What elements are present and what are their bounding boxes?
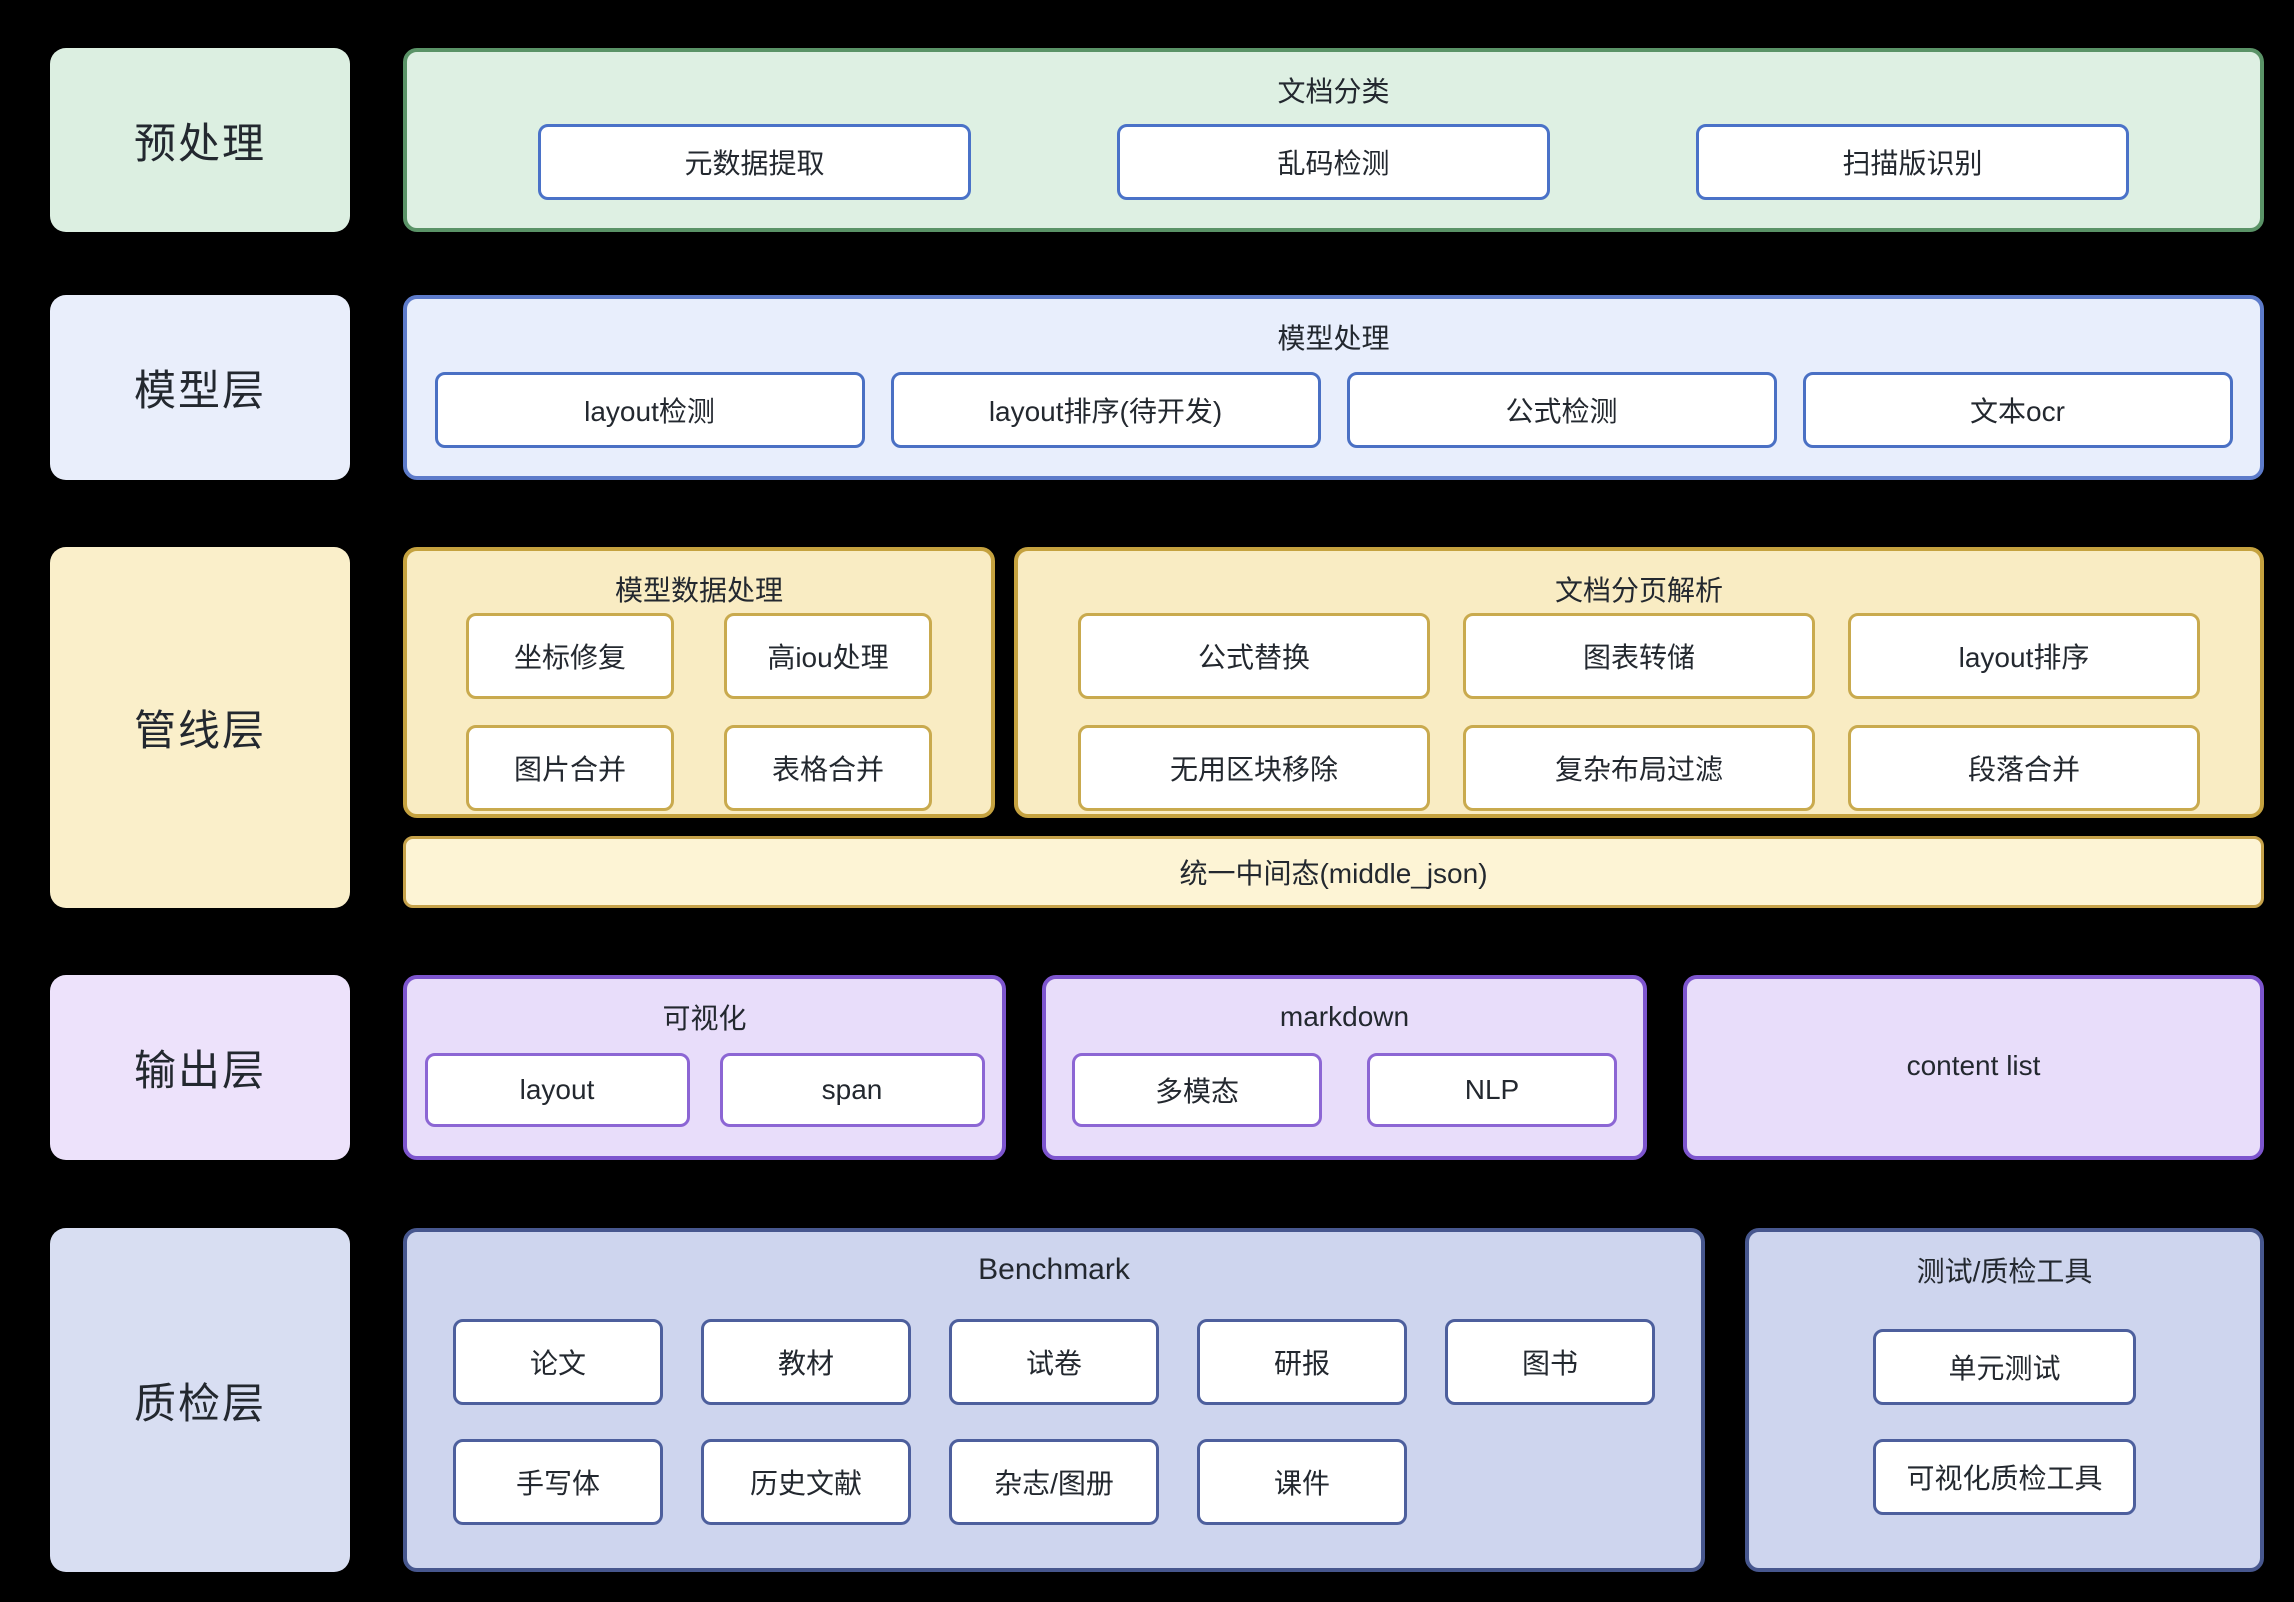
layer-label-preprocess: 预处理 xyxy=(50,48,350,232)
layer-row-model: 模型层 模型处理 layout检测 layout排序(待开发) 公式检测 文本o… xyxy=(50,295,2264,480)
group-title-model-processing: 模型处理 xyxy=(1277,323,1390,354)
node-complex-layout-filter: 复杂布局过滤 xyxy=(1463,725,1815,811)
node-middle-json: 统一中间态(middle_json) xyxy=(403,836,2264,908)
group-content-list: content list xyxy=(1683,975,2264,1160)
node-garbled-detection: 乱码检测 xyxy=(1117,124,1550,200)
node-layout-sort-todo: layout排序(待开发) xyxy=(890,371,1321,448)
group-doc-classification: 文档分类 元数据提取 乱码检测 扫描版识别 xyxy=(403,48,2264,232)
node-table-merge: 表格合并 xyxy=(724,725,932,811)
layer-row-output: 输出层 可视化 layout span markdown 多模态 NLP con… xyxy=(50,975,2264,1160)
group-title-doc-page-parsing: 文档分页解析 xyxy=(1554,575,1723,606)
node-visual-qc-tool: 可视化质检工具 xyxy=(1873,1439,2136,1515)
node-layout-sort: layout排序 xyxy=(1848,613,2200,699)
node-courseware: 课件 xyxy=(1197,1439,1407,1525)
node-textbook: 教材 xyxy=(701,1319,911,1405)
node-layout: layout xyxy=(424,1052,690,1127)
node-nlp: NLP xyxy=(1367,1052,1617,1127)
node-metadata-extraction: 元数据提取 xyxy=(538,124,971,200)
node-chart-dump: 图表转储 xyxy=(1463,613,1815,699)
group-title-test-qc-tools: 测试/质检工具 xyxy=(1916,1256,2093,1287)
group-doc-page-parsing: 文档分页解析 公式替换 图表转储 layout排序 无用区块移除 复杂布局过滤 … xyxy=(1014,547,2264,818)
group-title-content-list: content list xyxy=(1906,1049,2041,1081)
group-visualization: 可视化 layout span xyxy=(403,975,1006,1160)
node-magazine-album: 杂志/图册 xyxy=(949,1439,1159,1525)
node-span: span xyxy=(719,1052,985,1127)
layer-row-preprocess: 预处理 文档分类 元数据提取 乱码检测 扫描版识别 xyxy=(50,48,2264,232)
node-exam-paper: 试卷 xyxy=(949,1319,1159,1405)
group-title-doc-classification: 文档分类 xyxy=(1277,76,1390,107)
group-benchmark: Benchmark 论文 教材 试卷 研报 图书 手写体 历史文献 杂志/图册 … xyxy=(403,1228,1705,1572)
node-formula-replace: 公式替换 xyxy=(1078,613,1430,699)
node-paragraph-merge: 段落合并 xyxy=(1848,725,2200,811)
group-model-data-processing: 模型数据处理 坐标修复 高iou处理 图片合并 表格合并 xyxy=(403,547,995,818)
group-title-markdown: markdown xyxy=(1279,1001,1410,1032)
layer-label-pipeline: 管线层 xyxy=(50,547,350,908)
node-scanned-recognition: 扫描版识别 xyxy=(1696,124,2129,200)
group-test-qc-tools: 测试/质检工具 单元测试 可视化质检工具 xyxy=(1745,1228,2264,1572)
node-image-merge: 图片合并 xyxy=(466,725,674,811)
node-high-iou-processing: 高iou处理 xyxy=(724,613,932,699)
node-multimodal: 多模态 xyxy=(1072,1052,1322,1127)
group-title-visualization: 可视化 xyxy=(662,1003,747,1034)
node-handwriting: 手写体 xyxy=(453,1439,663,1525)
node-historical-literature: 历史文献 xyxy=(701,1439,911,1525)
node-useless-block-removal: 无用区块移除 xyxy=(1078,725,1430,811)
node-text-ocr: 文本ocr xyxy=(1802,371,2233,448)
group-markdown: markdown 多模态 NLP xyxy=(1042,975,1647,1160)
node-unit-test: 单元测试 xyxy=(1873,1329,2136,1405)
group-title-benchmark: Benchmark xyxy=(978,1253,1130,1286)
node-paper: 论文 xyxy=(453,1319,663,1405)
layer-label-qc: 质检层 xyxy=(50,1228,350,1572)
layer-label-model: 模型层 xyxy=(50,295,350,480)
node-book: 图书 xyxy=(1445,1319,1655,1405)
node-layout-detection: layout检测 xyxy=(434,371,865,448)
node-coordinate-fix: 坐标修复 xyxy=(466,613,674,699)
node-research-report: 研报 xyxy=(1197,1319,1407,1405)
group-title-model-data-processing: 模型数据处理 xyxy=(614,575,783,606)
layer-row-pipeline: 管线层 模型数据处理 坐标修复 高iou处理 图片合并 表格合并 文档分页解析 … xyxy=(50,547,2264,908)
layer-row-qc: 质检层 Benchmark 论文 教材 试卷 研报 图书 手写体 历史文献 杂志… xyxy=(50,1228,2264,1572)
group-model-processing: 模型处理 layout检测 layout排序(待开发) 公式检测 文本ocr xyxy=(403,295,2264,480)
layer-label-output: 输出层 xyxy=(50,975,350,1160)
node-formula-detection: 公式检测 xyxy=(1346,371,1777,448)
